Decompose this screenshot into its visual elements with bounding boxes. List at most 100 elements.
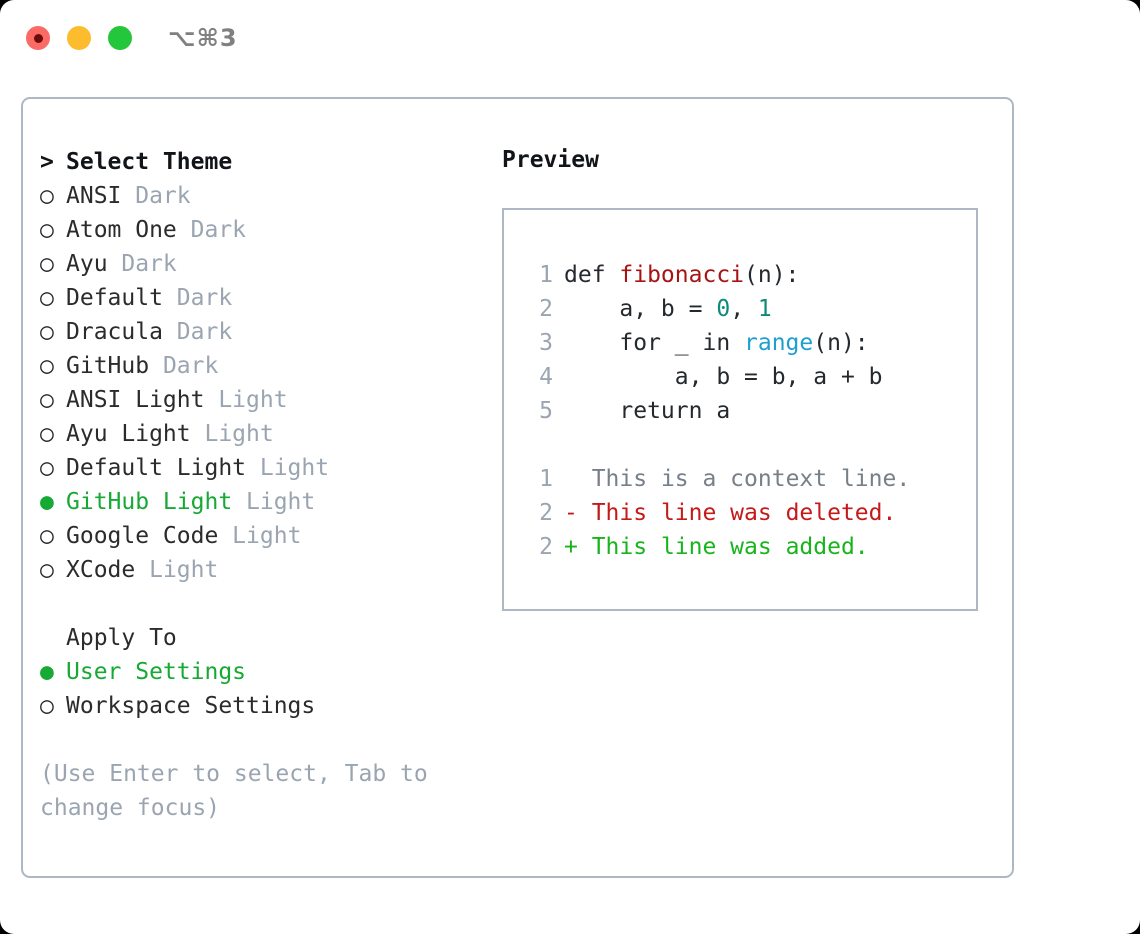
- theme-kind-badge: Dark: [176, 217, 247, 243]
- line-number: 5: [539, 398, 553, 424]
- diff-line: 1 This is a context line.: [523, 462, 910, 496]
- code-line: 1 def fibonacci(n):: [523, 258, 910, 292]
- theme-name-label: ANSI: [66, 183, 122, 209]
- theme-list-item[interactable]: ● GitHub Light Light: [40, 485, 480, 519]
- theme-name-label: Ayu Light: [66, 421, 191, 447]
- diff-line: 2+ This line was added.: [523, 530, 910, 564]
- code-blank-line: [523, 428, 910, 462]
- theme-panel-heading: >Select Theme: [40, 145, 480, 179]
- theme-name-label: Ayu: [66, 251, 108, 277]
- radio-unselected-icon: ○: [40, 217, 54, 243]
- theme-kind-badge: Dark: [121, 183, 191, 209]
- line-number: 3: [539, 330, 553, 356]
- theme-list: ○ANSI Dark○Atom One Dark○Ayu Dark○Defaul…: [40, 179, 480, 587]
- theme-name-label: GitHub Light: [66, 489, 233, 515]
- code-token: for _ in: [564, 330, 745, 356]
- radio-unselected-icon: ○: [40, 251, 54, 277]
- theme-list-item[interactable]: ○ Dracula Dark: [40, 315, 480, 349]
- code-token: a, b = b, a + b: [564, 364, 883, 390]
- minimize-light-icon[interactable]: [67, 26, 91, 50]
- theme-panel-heading-label: Select Theme: [66, 149, 233, 175]
- theme-list-item[interactable]: ○Google Code Light: [40, 519, 480, 553]
- code-token: (n):: [744, 262, 800, 288]
- diff-line-number: 1: [539, 466, 553, 492]
- maximize-light-icon[interactable]: [108, 26, 132, 50]
- window-controls: [26, 26, 132, 50]
- diff-line-number: 2: [539, 534, 553, 560]
- line-number: 2: [539, 296, 553, 322]
- code-line: 5 return a: [523, 394, 910, 428]
- theme-kind-badge: Light: [232, 489, 316, 515]
- radio-selected-icon: ●: [40, 659, 54, 685]
- theme-kind-badge: Light: [246, 455, 330, 481]
- theme-list-item[interactable]: ○ GitHub Dark: [40, 349, 480, 383]
- radio-unselected-icon: ○: [40, 693, 54, 719]
- diff-line: 2- This line was deleted.: [523, 496, 910, 530]
- theme-kind-badge: Dark: [107, 251, 177, 277]
- panel-spacer: [40, 587, 480, 621]
- preview-title: Preview: [502, 147, 599, 173]
- close-light-icon[interactable]: [26, 26, 50, 50]
- radio-unselected-icon: ○: [40, 319, 54, 345]
- code-token: 0: [716, 296, 731, 322]
- theme-name-label: GitHub: [66, 353, 150, 379]
- theme-kind-badge: Light: [135, 557, 219, 583]
- radio-unselected-icon: ○: [40, 557, 54, 583]
- radio-unselected-icon: ○: [40, 183, 54, 209]
- apply-to-option[interactable]: ○ Workspace Settings: [40, 689, 480, 723]
- radio-selected-icon: ●: [40, 489, 54, 515]
- theme-list-item[interactable]: ○Default Light Light: [40, 451, 480, 485]
- theme-name-label: Atom One: [66, 217, 177, 243]
- code-token: 1: [757, 296, 772, 322]
- theme-kind-badge: Dark: [162, 319, 233, 345]
- title-bar: ⌥⌘3: [0, 0, 1140, 78]
- diff-sign: [564, 466, 578, 492]
- code-token: ,: [730, 296, 758, 322]
- theme-list-item[interactable]: ○Ayu Light Light: [40, 417, 480, 451]
- code-token: range: [744, 330, 814, 356]
- radio-unselected-icon: ○: [40, 523, 54, 549]
- theme-name-label: ANSI Light: [66, 387, 205, 413]
- code-token: (n):: [813, 330, 869, 356]
- theme-list-item[interactable]: ○Default Dark: [40, 281, 480, 315]
- theme-name-label: Default: [66, 285, 163, 311]
- theme-name-label: Dracula: [66, 319, 163, 345]
- apply-to-heading-label: Apply To: [66, 625, 177, 651]
- diff-sign: -: [564, 500, 578, 526]
- theme-kind-badge: Light: [190, 421, 274, 447]
- theme-kind-badge: Dark: [162, 285, 233, 311]
- apply-to-option[interactable]: ● User Settings: [40, 655, 480, 689]
- line-number: 1: [539, 262, 553, 288]
- code-token: a, b =: [564, 296, 717, 322]
- theme-list-item[interactable]: ○ Atom One Dark: [40, 213, 480, 247]
- theme-list-item[interactable]: ○ Ayu Dark: [40, 247, 480, 281]
- apply-to-options: ● User Settings ○ Workspace Settings: [40, 655, 480, 723]
- theme-name-label: Default Light: [66, 455, 247, 481]
- code-token: def: [564, 262, 620, 288]
- diff-text: This line was added.: [577, 534, 869, 560]
- apply-to-option-label: User Settings: [66, 659, 247, 685]
- keyboard-hint-text: (Use Enter to select, Tab to change focu…: [40, 761, 428, 821]
- theme-list-item[interactable]: ○ ANSI Light Light: [40, 383, 480, 417]
- theme-selector-panel: >Select Theme ○ANSI Dark○Atom One Dark○A…: [40, 145, 480, 825]
- code-line: 4 a, b = b, a + b: [523, 360, 910, 394]
- line-number: 4: [539, 364, 553, 390]
- diff-line-number: 2: [539, 500, 553, 526]
- theme-kind-badge: Light: [218, 523, 302, 549]
- theme-list-item[interactable]: ○XCode Light: [40, 553, 480, 587]
- theme-kind-badge: Light: [204, 387, 288, 413]
- diff-text: This line was deleted.: [577, 500, 897, 526]
- apply-to-heading-marker: [40, 621, 66, 655]
- keyboard-shortcut-label: ⌥⌘3: [168, 24, 238, 52]
- apply-to-option-label: Workspace Settings: [66, 693, 316, 719]
- radio-unselected-icon: ○: [40, 353, 54, 379]
- diff-text: This is a context line.: [577, 466, 911, 492]
- code-token: fibonacci: [619, 262, 745, 288]
- radio-unselected-icon: ○: [40, 387, 54, 413]
- theme-list-item[interactable]: ○ ANSI Dark: [40, 179, 480, 213]
- theme-kind-badge: Dark: [149, 353, 219, 379]
